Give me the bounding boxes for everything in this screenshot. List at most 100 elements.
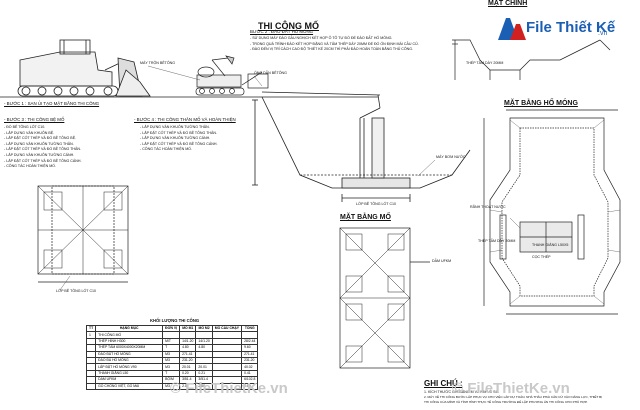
logo-text: File Thiết Kế <box>526 19 616 36</box>
cell <box>85 376 97 384</box>
step2-note: - SỬ DỤNG MÁY ĐÀO GẦU NGHỊCH KẾT HỢP Ô T… <box>250 36 393 40</box>
watermark-right: © FileThietKe.vn <box>452 380 570 397</box>
quantity-table: TT HẠNG MỤC ĐƠN VỊ MỐ M1 MỐ M2 MỐ CẦU CH… <box>85 324 259 390</box>
cell <box>195 331 213 339</box>
cell: THANH GIẰNG L50 <box>95 369 164 378</box>
notes-block: 1. KÍCH THƯỚC GHI BẰNG M VÀ MM VỀ SỐ. 2.… <box>424 390 603 404</box>
cell: ĐÀO ĐÁ HỐ MÓNG <box>95 356 164 365</box>
label-coc-thep: CỌC THÉP <box>532 255 551 259</box>
cell <box>85 382 97 390</box>
cell: THÉP TẤM 6000X4000X20MM <box>95 344 164 352</box>
cell <box>85 369 97 378</box>
step3-note: - LẮP DỰNG VÁN KHUÔN BỆ. <box>4 130 55 135</box>
logo-domain: .vn <box>598 30 608 37</box>
table-title: KHỐI LƯỢNG THI CÔNG <box>150 318 200 323</box>
cell <box>85 356 97 365</box>
step2-label: BƯỚC 2 : ĐÀO ĐẤT HỐ MÓNG <box>250 29 314 34</box>
abutment-plan-centre <box>339 227 430 369</box>
step3-note: - LẮP DỰNG VÁN KHUÔN TƯỜNG THÂN. <box>4 141 74 146</box>
mat-bang-ho-mong-title: MẶT BẰNG HỐ MÓNG <box>504 100 578 107</box>
table-header: TT <box>85 324 97 333</box>
table-header: HẠNG MỤC <box>95 324 164 333</box>
cell: 4.80 <box>195 344 213 352</box>
step4-label: - BƯỚC 4 : THI CÔNG THÂN MỐ VÀ HOÀN THIỆ… <box>134 117 236 122</box>
mat-bang-mo-title: MẶT BẰNG MỐ <box>340 214 391 221</box>
table-header: TỔNG <box>241 324 259 333</box>
step2-notes: - SỬ DỤNG MÁY ĐÀO GẦU NGHỊCH KẾT HỢP Ô T… <box>250 36 419 52</box>
step4-note: - LẮP DỰNG VÁN KHUÔN TƯỜNG THÂN. <box>140 125 210 129</box>
note-line: THI CÔNG CỦA MÌNH VÀ TÌNH HÌNH THỰC TẾ C… <box>424 399 588 404</box>
step3-note: - LẮP ĐẶT CỐT THÉP VÀ ĐỔ BÊ TÔNG CÁNH. <box>4 158 82 163</box>
pit-cross-section <box>252 96 471 202</box>
step2-note: - TRONG QUÁ TRÌNH ĐÀO KẾT HỢP ĐẶNG VÀ TÂ… <box>250 41 419 46</box>
front-elevation <box>452 39 611 80</box>
cell <box>195 350 213 358</box>
mat-chinh-title: MẶT CHÍNH <box>488 0 528 7</box>
step4-note: - LẮP ĐẶT CỐT THÉP VÀ ĐỔ BÊ TÔNG THÂN. <box>140 130 218 135</box>
cell: ĐÀO ĐẤT HỐ MÓNG <box>95 350 164 358</box>
step3-note: - LẮP ĐẶT CỐT THÉP VÀ ĐỔ BÊ TÔNG THÂN. <box>4 147 82 152</box>
step4-note: - LẮP DỰNG VÁN KHUÔN TƯỜNG CÁNH. <box>140 136 211 141</box>
step3-note: - LẮP ĐẶT CỐT THÉP VÀ ĐỔ BÊ TÔNG BỆ. <box>4 136 77 141</box>
note-line: 2. MÁY VỀ THI CÔNG BƯỚC LẮP PHỤC VỤ CHO … <box>424 395 603 400</box>
cell: 0.21 <box>195 369 213 378</box>
bulldozer-drawing <box>0 39 151 98</box>
step4-note: - LẮP ĐẶT CỐT THÉP VÀ ĐỔ BÊ TÔNG CÁNH. <box>140 141 218 146</box>
concrete-pipe-line <box>150 91 381 178</box>
cell: 4.00 <box>241 382 259 390</box>
logo-mark-icon <box>498 18 526 40</box>
cell <box>85 350 97 358</box>
filethietke-logo[interactable]: File Thiết Kế .vn <box>496 14 616 44</box>
cell: 40.02 <box>241 363 259 371</box>
step1-label: - BƯỚC 1 : SAN ỦI TẠO MẶT BẰNG THI CÔNG <box>4 101 100 106</box>
step3-note: - ĐỔ BÊ TÔNG LÓT C10. <box>4 125 46 129</box>
cell <box>241 331 259 339</box>
step2-note: - ĐÀO ĐẾN VỊ TRÍ CÁCH CAO ĐỘ THIẾT KẾ 20… <box>250 47 414 52</box>
table-header: MỐ M2 <box>195 324 213 333</box>
ghi-chu-title: GHI CHÚ : <box>424 379 463 388</box>
cell <box>195 356 213 365</box>
cell: 3/51.4 <box>195 376 213 384</box>
abutment-plan-left <box>37 185 129 283</box>
table-header: MỐ CẦU CHẠY <box>211 324 243 333</box>
label-lop-be-tong-2: LỚP BÊ TÔNG LÓT C10 <box>56 289 97 293</box>
label-thep-tam-2: THÉP TẤM DÀY 20MM <box>478 239 516 243</box>
pit-slope-hatch <box>489 119 621 305</box>
label-ranh-thoat: RÃNH THOÁT NƯỚC <box>470 205 506 209</box>
table-header-row: TT HẠNG MỤC ĐƠN VỊ MỐ M1 MỐ M2 MỐ CẦU CH… <box>85 324 259 333</box>
cell: 231.20 <box>241 356 259 365</box>
step3-note: - LẮP DỰNG VÁN KHUÔN TƯỜNG CÁNH. <box>4 152 75 157</box>
pit-plan <box>483 109 621 315</box>
label-may-tron: MÁY TRỘN BÊTÔNG <box>140 61 176 65</box>
cell: 6/102.8 <box>241 376 259 384</box>
cell <box>85 363 97 371</box>
step4-note: - CÔNG TÁC HOÀN THIỆN MỐ. <box>140 147 192 152</box>
leader-lines <box>59 65 521 291</box>
cell <box>85 337 97 346</box>
cell: 271.41 <box>241 350 259 358</box>
label-thep-tam: THÉP TẤM DÀY 20MM <box>466 61 504 65</box>
step3-notes: - ĐỔ BÊ TÔNG LÓT C10. - LẮP DỰNG VÁN KHU… <box>4 125 82 169</box>
step3-note: - CÔNG TÁC HOÀN THIỆN MỐ. <box>4 164 56 169</box>
cell: 0.41 <box>241 369 259 378</box>
watermark-left: © FileThietKe.vn <box>170 380 288 397</box>
label-may-bom: MÁY BƠM NƯỚC <box>436 155 466 159</box>
table-header: ĐƠN VỊ <box>162 324 181 333</box>
cell <box>85 344 97 352</box>
cell: THI CÔNG MỐ <box>95 331 164 339</box>
cell: GỖ CHỐNG VIỆT, GỖ MAI <box>95 382 164 390</box>
cell: 2.00 <box>195 382 213 390</box>
label-lop-be-tong: LỚP BÊ TÔNG LÓT C10 <box>356 202 397 206</box>
main-title: THI CÔNG MỐ <box>258 21 319 31</box>
excavator-drawing <box>195 55 269 96</box>
step3-label: - BƯỚC 3 : THI CÔNG BỆ MỐ <box>4 117 65 122</box>
